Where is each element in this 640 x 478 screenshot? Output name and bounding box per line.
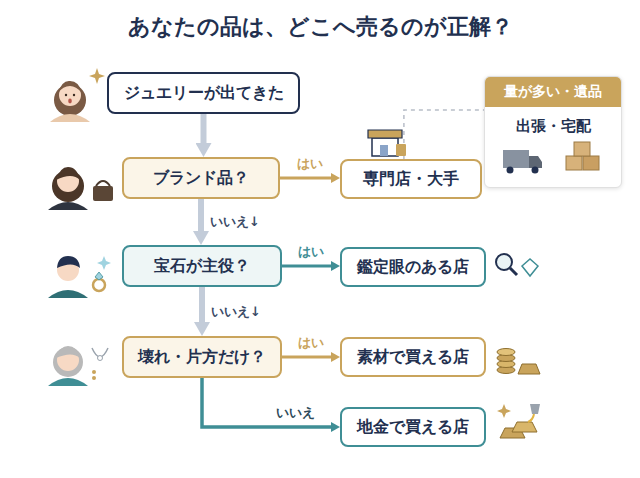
arrow-connector	[282, 356, 331, 359]
arrow-connector	[198, 199, 204, 231]
lens	[496, 254, 512, 270]
face	[57, 259, 79, 281]
hair	[58, 81, 82, 93]
bag-icon	[396, 144, 406, 156]
edge-label: はい	[297, 155, 323, 173]
store-awning	[368, 130, 402, 138]
node-text: 鑑定眼のある店	[357, 257, 469, 278]
handle	[510, 268, 517, 275]
gold-bar	[518, 364, 540, 374]
store-icon	[368, 130, 406, 156]
node-text: 壊れ・片方だけ？	[138, 347, 266, 368]
callout-text: 出張・宅配	[516, 117, 591, 136]
callout-box: 量が多い・遺品出張・宅配	[484, 76, 622, 188]
hair	[56, 346, 80, 358]
earring-icon	[92, 370, 96, 374]
face	[59, 84, 81, 106]
hair	[54, 84, 86, 116]
gold-bar	[512, 422, 537, 432]
hair	[56, 167, 80, 180]
result-box: 専門店・大手	[340, 159, 482, 199]
node-text: 素材で買える店	[357, 347, 469, 368]
mouth	[68, 99, 72, 104]
edge-label: いいえ↓	[210, 213, 260, 231]
arrow-connector	[201, 114, 207, 143]
result-box: 鑑定眼のある店	[340, 247, 486, 287]
diamond-icon	[522, 259, 538, 276]
earring-icon	[92, 376, 96, 380]
edge-label: はい	[298, 243, 324, 261]
gold-bar-icon	[497, 404, 540, 438]
arrow-connector	[199, 287, 205, 322]
shoulders	[50, 114, 90, 122]
shoulders	[48, 290, 88, 298]
sparkle	[97, 256, 111, 270]
callout-heading: 量が多い・遺品	[485, 77, 621, 107]
bag-handle	[96, 181, 110, 186]
eye	[73, 94, 75, 96]
decision-box: ブランド品？	[122, 157, 280, 199]
node-text: ブランド品？	[153, 168, 249, 189]
pearl	[98, 356, 103, 361]
coin	[497, 367, 515, 374]
edge-label: いいえ	[276, 404, 315, 422]
arrow-connector	[282, 265, 331, 268]
gem-icon	[95, 272, 103, 280]
gold-bar	[500, 428, 525, 438]
arrow-connector	[280, 177, 331, 180]
decision-box: 宝石が主役？	[122, 245, 282, 287]
dashed-connector	[404, 110, 484, 159]
shoulders	[48, 378, 88, 386]
store-body	[372, 138, 398, 156]
hair	[53, 347, 83, 377]
hair	[52, 170, 84, 202]
bag-icon	[93, 186, 113, 201]
person-illustration	[48, 346, 108, 386]
result-box: 地金で買える店	[340, 407, 486, 447]
result-box: 素材で買える店	[340, 337, 486, 377]
coin	[497, 355, 515, 362]
node-text: 地金で買える店	[357, 417, 469, 438]
eye	[65, 94, 67, 96]
coins-icon	[497, 349, 540, 375]
arrow-connector	[202, 378, 331, 427]
hair	[57, 256, 80, 268]
person-illustration	[50, 68, 105, 122]
node-text: ジュエリーが出てきた	[124, 83, 284, 104]
face	[57, 170, 79, 192]
edge-label: はい	[298, 334, 324, 352]
edge-label: いいえ↓	[211, 303, 261, 321]
person-illustration	[48, 167, 113, 210]
start-box: ジュエリーが出てきた	[107, 72, 300, 114]
crucible	[530, 404, 540, 414]
face	[57, 349, 79, 371]
ring-icon	[93, 279, 105, 291]
coin	[497, 361, 515, 368]
diagram-title: あなたの品は、どこへ売るのが正解？	[0, 12, 640, 42]
coin	[497, 349, 515, 356]
shoulders	[48, 202, 88, 210]
node-text: 宝石が主役？	[154, 256, 250, 277]
person-illustration	[48, 256, 111, 298]
sparkle	[497, 404, 511, 418]
magnifier-icon	[496, 254, 538, 276]
necklace-icon	[92, 348, 108, 357]
decision-box: 壊れ・片方だけ？	[122, 336, 282, 378]
store-door	[380, 145, 388, 156]
sparkle	[89, 68, 105, 84]
molten-gold	[528, 414, 534, 422]
node-text: 専門店・大手	[363, 169, 459, 190]
